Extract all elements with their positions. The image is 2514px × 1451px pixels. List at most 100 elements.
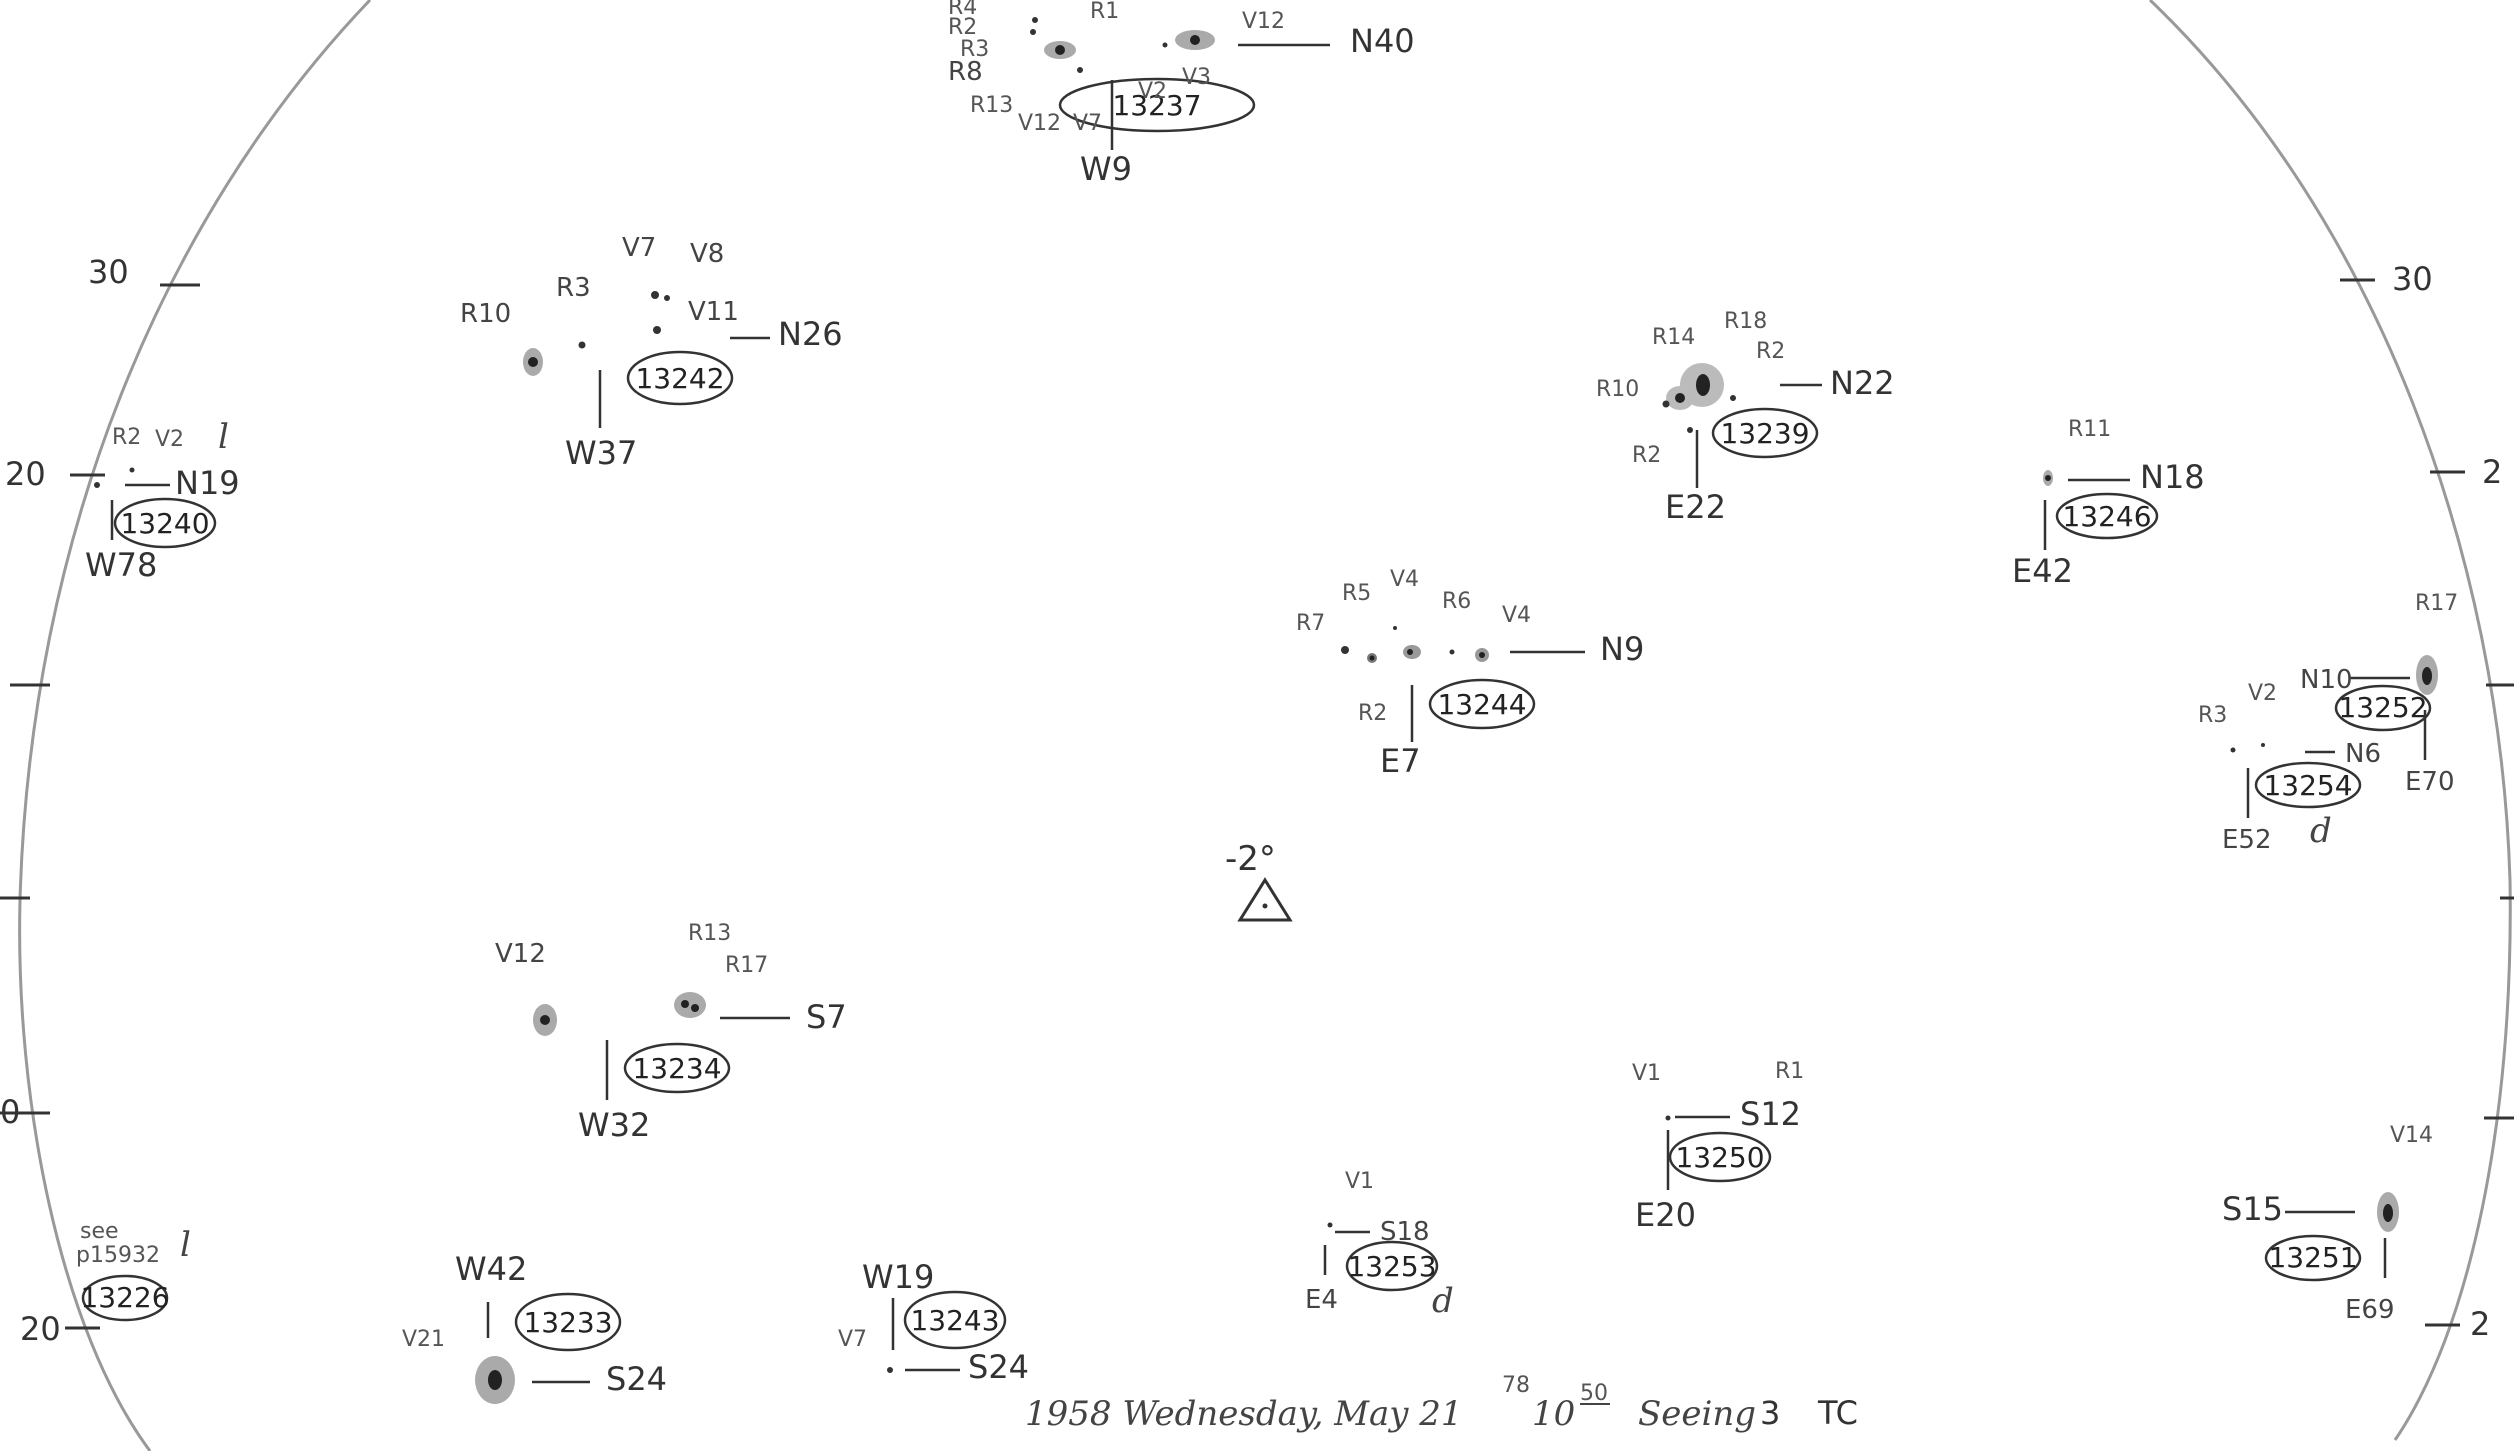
observation-footer: 1958 Wednesday, May 21 78 10 50 Seeing 3… xyxy=(1025,1373,1858,1434)
ns-coord: N40 xyxy=(1350,22,1415,60)
region-number: 13239 xyxy=(1720,417,1809,450)
spot-label: R14 xyxy=(1652,325,1695,350)
group-13243: 13243 S24 W19 V7 xyxy=(838,1258,1029,1386)
center-marker: -2° xyxy=(1225,839,1293,922)
spot-label: V7 xyxy=(1073,111,1102,136)
region-number: 13234 xyxy=(632,1052,721,1085)
spot-label: R2 xyxy=(948,15,977,40)
region-number: 13233 xyxy=(523,1306,612,1339)
ew-coord: E52 xyxy=(2222,825,2272,855)
group-13252: 13252 N10 E70 R17 xyxy=(2300,591,2458,797)
spot-label: V1 xyxy=(1632,1061,1661,1086)
spot-label: V8 xyxy=(690,239,724,269)
spot-label: V21 xyxy=(402,1327,445,1352)
date-fraction: 78 xyxy=(1502,1373,1530,1398)
spot-label: V12 xyxy=(495,939,546,969)
region-number: 13240 xyxy=(120,507,209,540)
annotation-mark: l xyxy=(218,417,229,457)
group-13240: 13240 N19 W78 R2 V2 l xyxy=(85,417,240,584)
solar-limb-left xyxy=(18,0,372,1451)
time-superscript: 50 xyxy=(1580,1381,1608,1406)
spot-label: R3 xyxy=(960,37,989,62)
page-reference: p15932 xyxy=(76,1243,160,1268)
spot-label: V4 xyxy=(1502,603,1531,628)
spot-label: R17 xyxy=(2415,591,2458,616)
region-number: 13237 xyxy=(1112,89,1201,122)
scale-left-30: 30 xyxy=(88,253,129,291)
scale-right-30: 30 xyxy=(2392,260,2433,298)
region-number: 13253 xyxy=(1347,1250,1436,1283)
ns-coord: N9 xyxy=(1600,630,1644,668)
ew-coord: W9 xyxy=(1080,150,1132,188)
spot-label: R3 xyxy=(2198,703,2227,728)
spot-label: V12 xyxy=(1242,9,1285,34)
region-number: 13243 xyxy=(910,1304,999,1337)
ew-coord: E69 xyxy=(2345,1295,2395,1325)
seeing-label: Seeing xyxy=(1638,1394,1756,1434)
spot-label: R7 xyxy=(1296,611,1325,636)
ew-coord: W42 xyxy=(455,1250,527,1288)
spot-label: V2 xyxy=(155,427,184,452)
spot-label: R18 xyxy=(1724,309,1767,334)
group-13250: 13250 S12 E20 V1 R1 xyxy=(1632,1059,1804,1234)
region-number: 13226 xyxy=(80,1281,169,1314)
ns-coord: S15 xyxy=(2222,1190,2283,1228)
ns-coord: S18 xyxy=(1380,1217,1430,1247)
spot-label: V2 xyxy=(1138,79,1167,104)
center-angle: -2° xyxy=(1225,839,1276,879)
spot-label: R2 xyxy=(112,425,141,450)
spot-label: R17 xyxy=(725,953,768,978)
region-number: 13254 xyxy=(2263,769,2352,802)
group-13233: 13233 S24 W42 V21 xyxy=(402,1250,667,1404)
spot-label: V12 xyxy=(1018,111,1061,136)
group-13244: 13244 N9 E7 R7 R5 V4 R6 V4 R2 xyxy=(1296,567,1644,780)
solar-limb-right xyxy=(2148,0,2512,1441)
spot-label: V7 xyxy=(838,1327,867,1352)
region-number: 13244 xyxy=(1437,688,1526,721)
ew-coord: E7 xyxy=(1380,742,1421,780)
region-number: 13242 xyxy=(635,362,724,395)
spot-label: R1 xyxy=(1090,0,1119,24)
time-text: 10 xyxy=(1532,1394,1575,1434)
spot-label: R5 xyxy=(1342,581,1371,606)
spot-label: R8 xyxy=(948,57,983,87)
ns-coord: N18 xyxy=(2140,458,2205,496)
ew-coord: E70 xyxy=(2405,767,2455,797)
spot-label: R3 xyxy=(556,273,591,303)
ns-coord: S24 xyxy=(968,1348,1029,1386)
region-number: 13252 xyxy=(2338,691,2427,724)
spot-label: V7 xyxy=(622,233,656,263)
spot-label: R10 xyxy=(1596,377,1639,402)
spot-label: V14 xyxy=(2390,1123,2433,1148)
group-13254: 13254 N6 E52 R3 V2 d xyxy=(2198,681,2381,855)
ns-coord: N6 xyxy=(2345,739,2381,769)
ns-coord: S24 xyxy=(606,1360,667,1398)
ns-coord: N22 xyxy=(1830,364,1895,402)
ew-coord: E20 xyxy=(1635,1196,1696,1234)
spot-label: R1 xyxy=(1775,1059,1804,1084)
spot-label: R2 xyxy=(1632,443,1661,468)
group-13253: 13253 S18 E4 V1 d xyxy=(1305,1169,1454,1321)
scale-right-2: 2 xyxy=(2482,453,2502,491)
spot-label: R10 xyxy=(460,299,511,329)
triangle-icon xyxy=(1237,877,1293,922)
spot-label: R4 xyxy=(948,0,977,20)
annotation-mark: d xyxy=(1432,1281,1454,1321)
group-13242: 13242 N26 W37 R10 R3 V7 V8 V11 xyxy=(460,233,843,472)
ns-coord: S7 xyxy=(806,998,847,1036)
spot-label: R6 xyxy=(1442,589,1471,614)
ns-coord: N26 xyxy=(778,315,843,353)
scale-right-2b: 2 xyxy=(2470,1305,2490,1343)
group-13246: 13246 N18 E42 R11 xyxy=(2012,417,2205,590)
spot-label: R2 xyxy=(1358,701,1387,726)
group-13251: 13251 S15 E69 V14 xyxy=(2222,1123,2433,1325)
ew-coord: W19 xyxy=(862,1258,934,1296)
ew-coord: W32 xyxy=(578,1106,650,1144)
region-number: 13250 xyxy=(1675,1141,1764,1174)
ew-coord: W78 xyxy=(85,546,157,584)
group-13234: 13234 S7 W32 V12 R13 R17 xyxy=(495,921,847,1144)
spot-label: V3 xyxy=(1182,65,1211,90)
ns-coord: N10 xyxy=(2300,665,2353,695)
